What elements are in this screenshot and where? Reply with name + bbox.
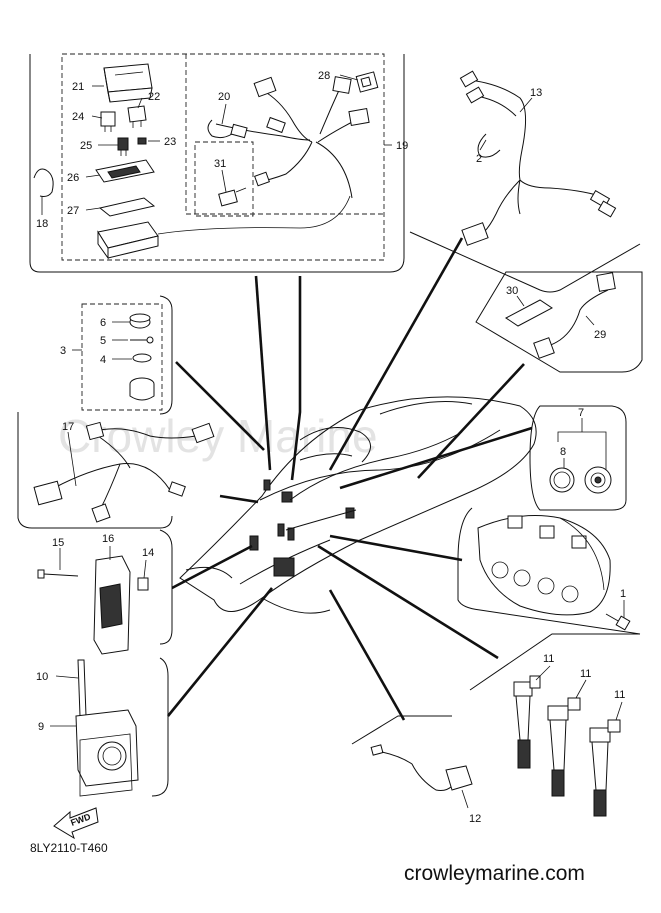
cap-assembly (549, 466, 612, 494)
callout-13: 13 (530, 87, 542, 99)
fwd-arrow-icon: FWD (53, 807, 99, 840)
sub-wire-harness (215, 76, 370, 199)
callout-11b: 11 (580, 668, 591, 680)
ignition-coil-2 (547, 697, 581, 797)
callout-26: 26 (67, 172, 79, 184)
callout-27: 27 (67, 205, 79, 217)
callout-31: 31 (214, 158, 226, 170)
relay-small (100, 111, 116, 132)
clamp (477, 133, 501, 158)
sensor-group-frame (81, 303, 163, 411)
connector-28 (355, 71, 379, 93)
callout-9: 9 (38, 721, 44, 733)
grommet (137, 577, 149, 591)
connector-31 (218, 187, 247, 207)
callout-labels: 1 2 3 4 5 6 7 8 9 10 11 11 11 12 13 14 1… (36, 70, 626, 825)
label-sheet (505, 299, 553, 327)
callout-28: 28 (318, 70, 330, 82)
fuse-mini (117, 137, 129, 156)
connector-20 (207, 119, 248, 139)
callout-30: 30 (506, 285, 518, 297)
engine (477, 515, 611, 616)
callout-4: 4 (100, 354, 106, 366)
callout-12: 12 (469, 813, 481, 825)
fuse-box-group (29, 53, 405, 273)
fuse-box-group-frame (61, 53, 385, 261)
callout-8: 8 (560, 446, 566, 458)
sensor-assembly (129, 313, 155, 401)
sensor-12 (370, 744, 473, 791)
wire-harness-17 (33, 421, 215, 523)
watercraft-body (179, 396, 537, 614)
bolt-1 (605, 613, 631, 631)
fuse-block (95, 159, 155, 183)
callout-16: 16 (102, 533, 114, 545)
callout-29: 29 (594, 329, 606, 341)
watermark: Crowley Marine (58, 410, 378, 462)
callout-25: 25 (80, 140, 92, 152)
callout-24: 24 (72, 111, 84, 123)
callout-lines (41, 74, 625, 809)
callout-15: 15 (52, 537, 64, 549)
callout-17: 17 (62, 421, 74, 433)
connector-31-frame (194, 141, 254, 217)
ecu-bracket (93, 555, 131, 655)
callout-1: 1 (620, 588, 626, 600)
bolt (37, 569, 79, 579)
callout-11a: 11 (543, 653, 554, 665)
relay (127, 105, 147, 128)
callout-7: 7 (578, 407, 584, 419)
callout-10: 10 (36, 671, 48, 683)
callout-6: 6 (100, 317, 106, 329)
clip (33, 168, 54, 197)
connector-29 (533, 272, 616, 359)
callout-18: 18 (36, 218, 48, 230)
callout-22: 22 (148, 91, 160, 103)
ignition-coil-3 (589, 719, 621, 817)
seal (98, 197, 156, 217)
callout-19: 19 (396, 140, 408, 152)
fuse-box-base (97, 195, 351, 260)
fuse (137, 137, 147, 145)
callout-2: 2 (476, 153, 482, 165)
callout-20: 20 (218, 91, 230, 103)
diagram-code: 8LY2110-T460 (30, 841, 108, 855)
callout-23: 23 (164, 136, 176, 148)
callout-14: 14 (142, 547, 154, 559)
wire-harness-13 (459, 70, 617, 246)
callout-3: 3 (60, 345, 66, 357)
callout-5: 5 (100, 335, 106, 347)
callout-21: 21 (72, 81, 84, 93)
site-url: crowleymarine.com (404, 862, 585, 885)
ignition-coil-1 (513, 675, 541, 769)
leader-lines (166, 237, 533, 721)
callout-11c: 11 (614, 689, 625, 701)
fuse-box-cover (103, 63, 153, 103)
ecu (75, 659, 139, 797)
